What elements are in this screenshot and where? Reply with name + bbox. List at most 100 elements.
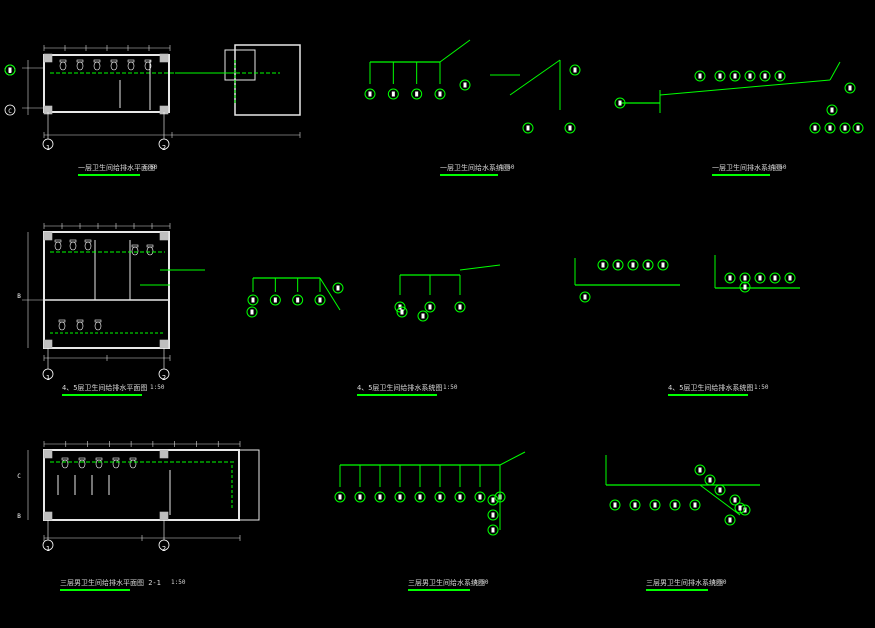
tag-letter-mark bbox=[338, 494, 342, 500]
tag-letter-mark bbox=[491, 527, 495, 533]
tag-letter-mark bbox=[646, 262, 650, 268]
circled-letter-icon bbox=[704, 474, 716, 486]
toilet-bowl-icon bbox=[127, 61, 135, 71]
circled-letter-icon bbox=[724, 272, 736, 284]
circled-letter-icon bbox=[394, 491, 406, 503]
plan1-outer-wall bbox=[43, 54, 170, 113]
system5-title-block: 三层男卫生间给水系统图 1:50 bbox=[408, 578, 488, 594]
circled-letter-icon bbox=[417, 310, 429, 322]
plan2-outer-wall bbox=[43, 231, 170, 349]
circled-letter-icon bbox=[424, 301, 436, 313]
tag-letter-mark bbox=[573, 67, 577, 73]
plan3-grid-a-label: 1 bbox=[46, 545, 50, 553]
circled-letter-icon bbox=[564, 122, 576, 134]
circled-letter-icon bbox=[714, 484, 726, 496]
circled-letter-icon bbox=[824, 122, 836, 134]
circled-letter-icon bbox=[597, 259, 609, 271]
tag-letter-mark bbox=[698, 467, 702, 473]
circled-letter-icon bbox=[649, 499, 661, 511]
circled-letter-icon bbox=[609, 499, 621, 511]
toilet-bowl-icon bbox=[59, 61, 67, 71]
diagonal-pipe bbox=[319, 277, 341, 311]
toilet-bowl-icon bbox=[69, 241, 77, 251]
diagonal-pipe bbox=[699, 484, 741, 516]
system1-title-underline bbox=[440, 174, 498, 176]
circled-letter-icon bbox=[314, 294, 326, 306]
tag-letter-mark bbox=[633, 502, 637, 508]
circled-letter-icon bbox=[826, 104, 838, 116]
circled-letter-icon bbox=[387, 88, 399, 100]
circled-letter-icon bbox=[689, 499, 701, 511]
tag-letter-mark bbox=[830, 107, 834, 113]
tag-letter-mark bbox=[813, 125, 817, 131]
system3-title-block: 4、5层卫生间给排水系统图 1:50 bbox=[357, 383, 457, 399]
system1-title-block: 一层卫生间给水系统图 1:50 bbox=[440, 163, 515, 179]
toilet-bowl-icon bbox=[131, 246, 139, 256]
system1-title: 一层卫生间给水系统图 bbox=[440, 164, 510, 172]
system4-title-block: 4、5层卫生间给排水系统图 1:50 bbox=[668, 383, 768, 399]
system6-scale: 1:50 bbox=[712, 579, 727, 586]
circled-letter-icon bbox=[411, 88, 423, 100]
tag-letter-mark bbox=[748, 73, 752, 79]
circled-letter-icon bbox=[246, 306, 258, 318]
plan3-annex bbox=[238, 449, 260, 521]
system2-title-underline bbox=[712, 174, 770, 176]
circled-letter-icon bbox=[734, 502, 746, 514]
drain-main bbox=[659, 79, 831, 96]
plan1-title-block: 一层卫生间给排水平面图 1:50 bbox=[78, 163, 158, 179]
tag-letter-mark bbox=[843, 125, 847, 131]
circled-letter-icon bbox=[694, 464, 706, 476]
circled-letter-icon bbox=[434, 491, 446, 503]
tag-letter-mark bbox=[8, 67, 12, 73]
toilet-bowl-icon bbox=[146, 246, 154, 256]
tag-letter-mark bbox=[653, 502, 657, 508]
structural-column-icon bbox=[159, 449, 169, 459]
structural-column-icon bbox=[159, 231, 169, 241]
tag-letter-mark bbox=[743, 275, 747, 281]
tag-letter-mark bbox=[458, 494, 462, 500]
system4-scale: 1:50 bbox=[754, 384, 769, 391]
toilet-bowl-icon bbox=[61, 459, 69, 469]
plan2-title-block: 4、5层卫生间给排水平面图 1:50 bbox=[62, 383, 172, 399]
circled-letter-icon bbox=[354, 491, 366, 503]
toilet-bowl-icon bbox=[76, 61, 84, 71]
tag-letter-mark bbox=[661, 262, 665, 268]
tag-letter-mark bbox=[296, 297, 300, 303]
circled-letter-icon bbox=[739, 281, 751, 293]
tag-letter-mark bbox=[718, 73, 722, 79]
toilet-bowl-icon bbox=[84, 241, 92, 251]
vent-pipe bbox=[829, 61, 841, 81]
diagonal-pipe bbox=[439, 39, 471, 63]
circled-letter-icon bbox=[669, 499, 681, 511]
toilet-bowl-icon bbox=[94, 321, 102, 331]
structural-column-icon bbox=[43, 449, 53, 459]
tag-letter-mark bbox=[708, 477, 712, 483]
tag-letter-mark bbox=[763, 73, 767, 79]
tag-letter-mark bbox=[438, 91, 442, 97]
tag-letter-mark bbox=[583, 294, 587, 300]
circled-letter-icon bbox=[784, 272, 796, 284]
circled-letter-icon bbox=[487, 524, 499, 536]
tag-letter-mark bbox=[743, 284, 747, 290]
system3-scale: 1:50 bbox=[443, 384, 458, 391]
tag-letter-mark bbox=[368, 91, 372, 97]
diagonal-pipe bbox=[499, 451, 526, 466]
toilet-bowl-icon bbox=[144, 61, 152, 71]
tag-letter-mark bbox=[733, 497, 737, 503]
circled-letter-icon bbox=[292, 294, 304, 306]
plan3-grid-b-label: 2 bbox=[162, 545, 166, 553]
plan1-scale: 1:50 bbox=[143, 164, 158, 171]
floor-plans-layer bbox=[4, 44, 301, 551]
circled-letter-icon bbox=[414, 491, 426, 503]
tag-letter-mark bbox=[458, 304, 462, 310]
tag-letter-mark bbox=[758, 275, 762, 281]
tag-letter-mark bbox=[728, 517, 732, 523]
plan1-title-underline bbox=[78, 174, 140, 176]
plan2-grid-a-label: 1 bbox=[46, 374, 50, 382]
system4-title-underline bbox=[668, 394, 748, 396]
tag-letter-mark bbox=[478, 494, 482, 500]
circled-letter-icon bbox=[852, 122, 864, 134]
plan3-title-block: 三层男卫生间给排水平面图 2-1 1:50 bbox=[60, 578, 185, 594]
toilet-bowl-icon bbox=[54, 241, 62, 251]
tag-letter-mark bbox=[738, 505, 742, 511]
